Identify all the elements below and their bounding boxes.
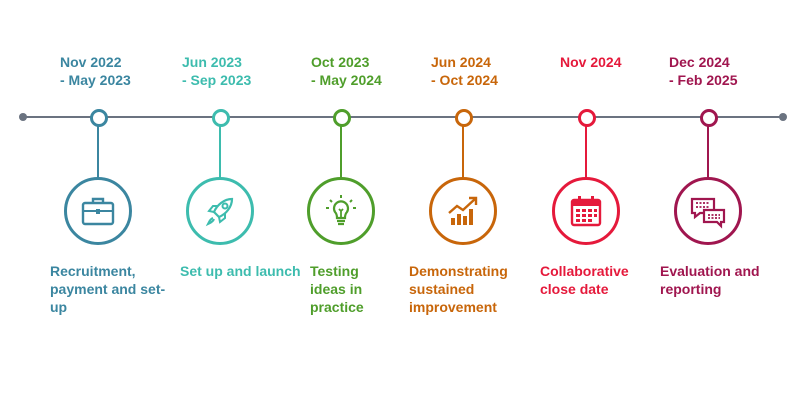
chat-bubbles-icon — [690, 197, 726, 229]
stem-line — [707, 124, 709, 178]
growth-chart-icon — [448, 196, 478, 225]
stage-date: Nov 2024 — [560, 54, 622, 70]
stage-date: Oct 2023 - May 2024 — [311, 54, 382, 88]
stage-date: Jun 2023 - Sep 2023 — [182, 54, 252, 88]
stage-testing: Oct 2023 - May 2024 Testing ideas in pra… — [307, 0, 382, 400]
stage-date: Jun 2024 - Oct 2024 — [431, 54, 498, 88]
stem-line — [462, 124, 464, 178]
icon-circle — [64, 177, 132, 245]
stage-recruitment: Nov 2022 - May 2023 Recruitment, payment… — [50, 0, 165, 400]
timeline-start-dot — [19, 113, 27, 121]
timeline-node — [212, 109, 230, 127]
stage-date: Nov 2022 - May 2023 — [60, 54, 131, 88]
calendar-icon — [570, 196, 602, 227]
rocket-icon — [205, 197, 234, 227]
stage-label: Set up and launch — [180, 263, 301, 279]
stage-date: Dec 2024 - Feb 2025 — [669, 54, 738, 88]
stage-setup: Jun 2023 - Sep 2023 Set up and launch — [180, 0, 301, 400]
stage-label: Collaborative close date — [540, 263, 629, 297]
icon-circle — [429, 177, 497, 245]
stage-label: Demonstrating sustained improvement — [409, 263, 508, 315]
stem-line — [219, 124, 221, 178]
icon-circle — [674, 177, 742, 245]
stem-line — [340, 124, 342, 178]
timeline-end-dot — [779, 113, 787, 121]
timeline-node — [700, 109, 718, 127]
stage-label: Recruitment, payment and set-up — [50, 263, 166, 315]
timeline-node — [333, 109, 351, 127]
stem-line — [97, 124, 99, 178]
icon-circle — [186, 177, 254, 245]
stem-line — [585, 124, 587, 178]
timeline-node — [90, 109, 108, 127]
icon-circle — [307, 177, 375, 245]
briefcase-icon — [81, 197, 115, 226]
stage-label: Evaluation and reporting — [660, 263, 760, 297]
lightbulb-icon — [326, 195, 356, 226]
stage-demonstrating: Jun 2024 - Oct 2024 Demonstrating sustai… — [409, 0, 508, 400]
icon-circle — [552, 177, 620, 245]
stage-label: Testing ideas in practice — [310, 263, 364, 315]
stage-evaluation: Dec 2024 - Feb 2025 Evaluation and repor… — [660, 0, 760, 400]
timeline-node — [578, 109, 596, 127]
timeline-node — [455, 109, 473, 127]
stage-close-date: Nov 2024 Collaborative clos — [540, 0, 629, 400]
timeline-axis — [22, 116, 782, 118]
